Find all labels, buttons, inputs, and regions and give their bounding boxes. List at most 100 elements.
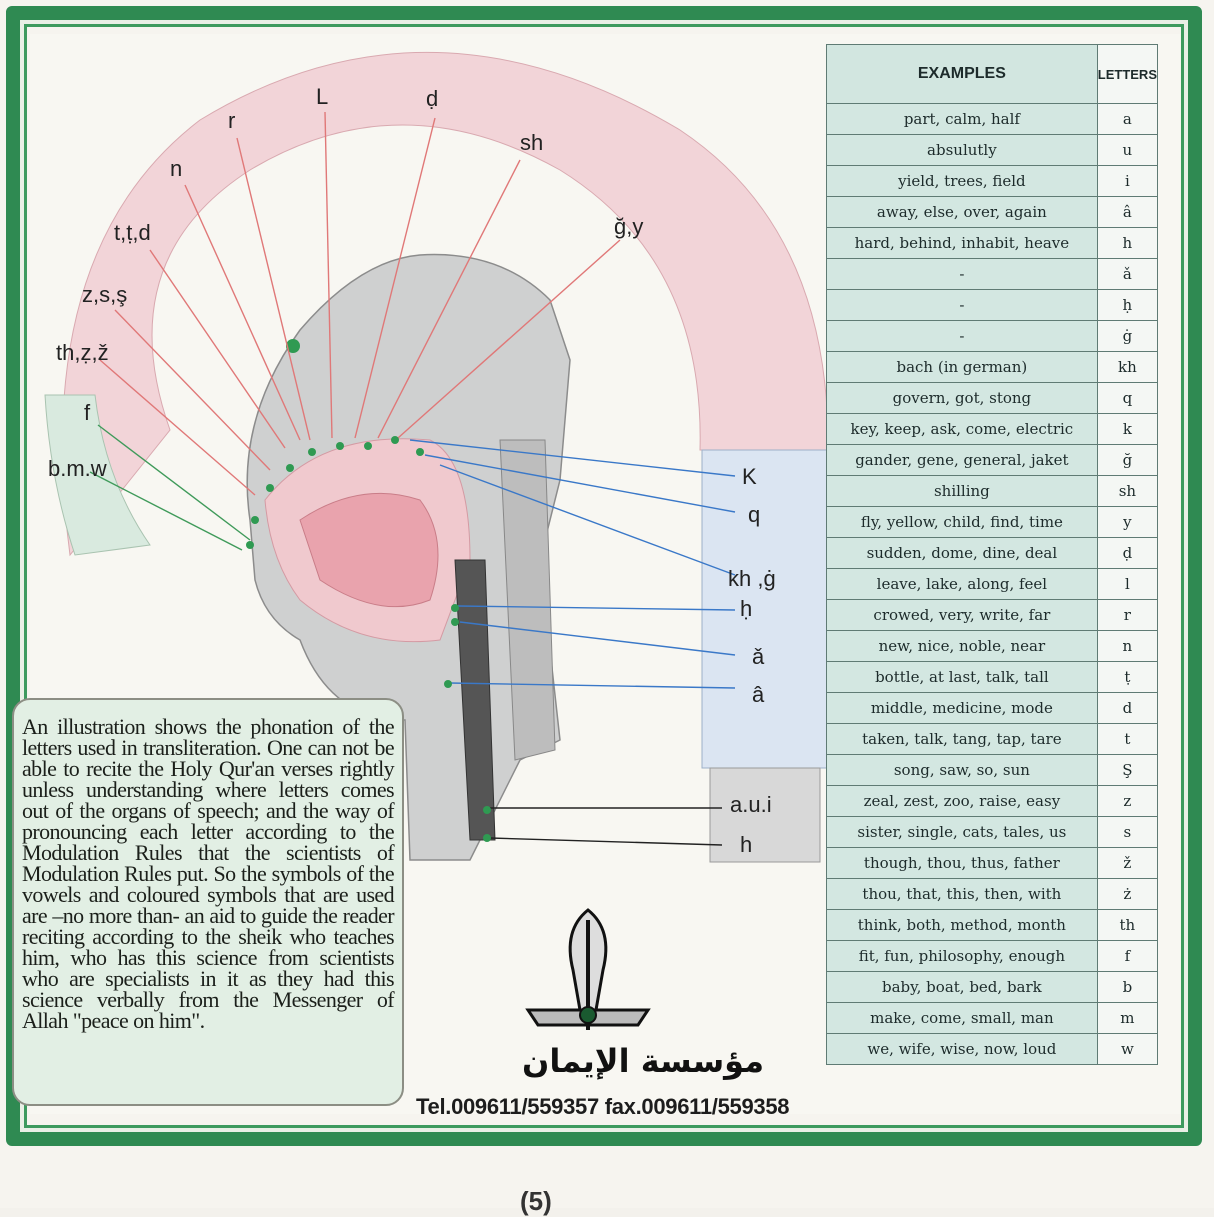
label-a-caron: ǎ — [752, 644, 765, 669]
example-cell: sudden, dome, dine, deal — [826, 537, 1098, 569]
label-t-d: t,ṭ,d — [114, 220, 151, 245]
example-cell: make, come, small, man — [826, 1002, 1098, 1034]
example-cell: though, thou, thus, father — [826, 847, 1098, 879]
letter-cell: b — [1096, 971, 1159, 1003]
letter-cell: u — [1096, 134, 1159, 166]
example-cell: - — [826, 289, 1098, 321]
letter-cell: t — [1096, 723, 1159, 755]
letter-cell: ż — [1096, 878, 1159, 910]
larynx-strip — [709, 767, 821, 863]
label-sh: sh — [520, 130, 543, 155]
black-arrows — [489, 807, 723, 846]
letter-cell: w — [1096, 1033, 1159, 1065]
label-z-s: z,s,ş — [82, 282, 127, 307]
green-arrows — [89, 424, 251, 551]
example-cell: think, both, method, month — [826, 909, 1098, 941]
example-cell: zeal, zest, zoo, raise, easy — [826, 785, 1098, 817]
letter-cell: l — [1096, 568, 1159, 600]
example-cell: key, keep, ask, come, electric — [826, 413, 1098, 445]
letters-header: LETTERS — [1096, 44, 1159, 104]
letter-cell: ğ — [1096, 444, 1159, 476]
letter-cell: f — [1096, 940, 1159, 972]
example-cell: new, nice, noble, near — [826, 630, 1098, 662]
throat-strip — [701, 449, 829, 769]
examples-header: EXAMPLES — [826, 44, 1098, 104]
nasal-dot — [286, 339, 300, 353]
letter-cell: ḥ — [1096, 289, 1159, 321]
letter-cell: â — [1096, 196, 1159, 228]
table-header-row: EXAMPLES LETTERS — [826, 44, 1159, 104]
example-cell: - — [826, 320, 1098, 352]
example-cell: shilling — [826, 475, 1098, 507]
letter-cell: Ş — [1096, 754, 1159, 786]
contact-footer: Tel.009611/559357 fax.009611/559358 — [416, 1094, 790, 1119]
publisher-logo-icon — [525, 908, 651, 1030]
label-th-z: th,ẓ,ž — [56, 340, 109, 365]
articulation-points — [246, 436, 491, 842]
page-number: (5) — [520, 1186, 552, 1216]
example-cell: bach (in german) — [826, 351, 1098, 383]
table-row: -ġ — [826, 320, 1159, 352]
letter-cell: th — [1096, 909, 1159, 941]
example-cell: away, else, over, again — [826, 196, 1098, 228]
label-f: f — [84, 400, 91, 425]
example-cell: song, saw, so, sun — [826, 754, 1098, 786]
example-cell: thou, that, this, then, with — [826, 878, 1098, 910]
label-d-dot: ḍ — [426, 86, 438, 111]
example-cell: middle, medicine, mode — [826, 692, 1098, 724]
label-bmw: b.m.w — [48, 456, 107, 481]
label-h-dot: ḥ — [740, 596, 752, 621]
label-kh-g: kh ,ġ — [728, 566, 776, 591]
letter-cell: ž — [1096, 847, 1159, 879]
lips-sector — [44, 394, 151, 556]
label-a-circ: â — [752, 682, 765, 707]
explanation-text: An illustration shows the phonation of t… — [22, 714, 395, 1033]
label-g-y: ğ,y — [614, 214, 643, 239]
example-cell: hard, behind, inhabit, heave — [826, 227, 1098, 259]
throat-tube — [454, 559, 496, 841]
table-row: -ḥ — [826, 289, 1159, 321]
speech-arch — [61, 52, 829, 557]
example-cell: yield, trees, field — [826, 165, 1098, 197]
label-n: n — [170, 156, 182, 181]
blue-arrows — [409, 439, 736, 689]
example-cell: govern, got, stong — [826, 382, 1098, 414]
spine — [499, 439, 556, 761]
letter-cell: i — [1096, 165, 1159, 197]
tongue — [299, 492, 439, 608]
decorative-frame — [6, 6, 1202, 1146]
example-cell: sister, single, cats, tales, us — [826, 816, 1098, 848]
example-cell: bottle, at last, talk, tall — [826, 661, 1098, 693]
example-cell: taken, talk, tang, tap, tare — [826, 723, 1098, 755]
label-q: q — [748, 502, 760, 527]
letter-cell: ġ — [1096, 320, 1159, 352]
letter-cell: ǎ — [1096, 258, 1159, 290]
letter-cell: sh — [1096, 475, 1159, 507]
letter-cell: h — [1096, 227, 1159, 259]
